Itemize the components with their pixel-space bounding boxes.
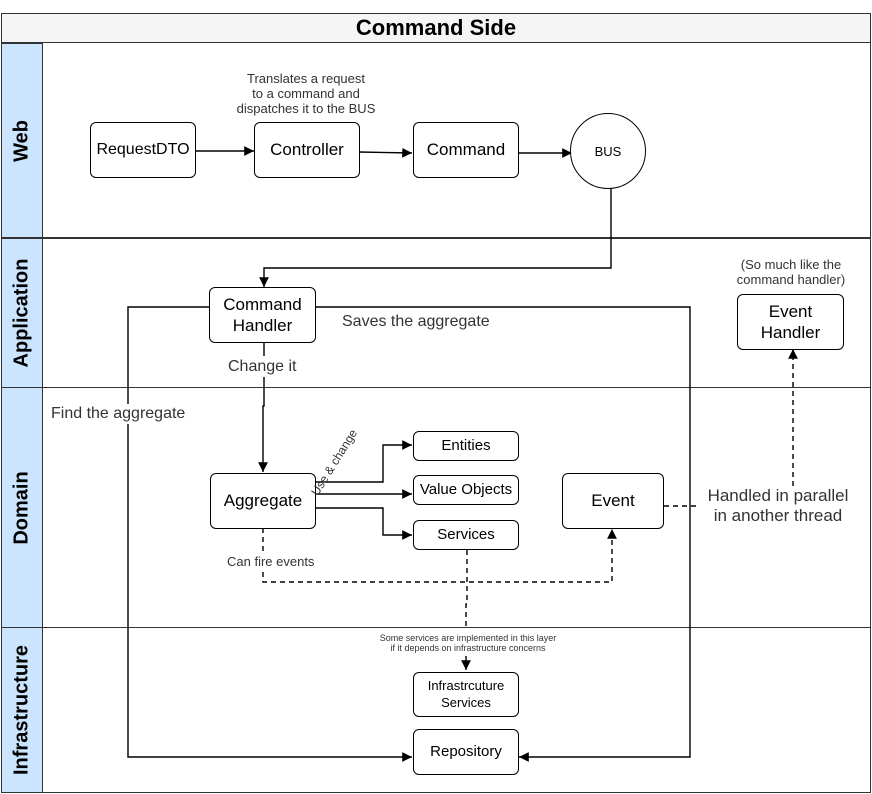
- arrow-commandhandler-aggregate: [263, 342, 264, 472]
- arrow-save-aggregate: [316, 306, 691, 762]
- command-handler-node[interactable]: Command Handler: [209, 287, 316, 343]
- handled-parallel-line2: in another thread: [713, 505, 843, 525]
- command-handler-line2: Handler: [232, 316, 293, 335]
- controller-note-line1: Translates a request: [246, 71, 366, 86]
- diagram-title: Command Side: [1, 13, 871, 43]
- arrow-services-infraservices: [466, 550, 467, 670]
- infra-services-line2: Services: [441, 694, 491, 710]
- request-dto-node[interactable]: RequestDTO: [90, 122, 196, 178]
- saves-aggregate-note: Saves the aggregate: [342, 313, 490, 330]
- lane-label-domain: Domain: [1, 387, 43, 628]
- infra-services-line1: Infrastrcuture: [427, 678, 505, 694]
- lane-label-application: Application: [1, 238, 43, 388]
- handled-parallel-note: Handled in parallel in another thread: [700, 486, 856, 526]
- controller-note: Translates a request to a command and di…: [228, 71, 384, 117]
- services-node[interactable]: Services: [413, 520, 519, 550]
- value-objects-node[interactable]: Value Objects: [413, 475, 519, 505]
- arrow-aggregate-entities: [316, 440, 412, 483]
- lane-label-infrastructure: Infrastructure: [1, 627, 43, 793]
- aggregate-node[interactable]: Aggregate: [210, 473, 316, 529]
- command-label: Command: [426, 140, 506, 160]
- arrow-aggregate-services: [316, 507, 412, 540]
- event-handler-line2: Handler: [760, 323, 821, 342]
- repository-node[interactable]: Repository: [413, 729, 519, 775]
- bus-node[interactable]: BUS: [570, 113, 646, 189]
- event-node[interactable]: Event: [562, 473, 664, 529]
- aggregate-label: Aggregate: [223, 491, 303, 511]
- controller-note-line3: dispatches it to the BUS: [236, 100, 376, 116]
- arrow-bus-commandhandler: [259, 188, 612, 287]
- find-aggregate-note: Find the aggregate: [51, 405, 186, 422]
- bus-label: BUS: [594, 143, 622, 159]
- entities-node[interactable]: Entities: [413, 431, 519, 461]
- infra-services-note: Some services are implemented in this la…: [376, 633, 560, 654]
- handled-parallel-line1: Handled in parallel: [707, 486, 849, 505]
- controller-label: Controller: [270, 140, 344, 160]
- change-it-note: Change it: [228, 358, 297, 375]
- event-handler-line1: Event: [768, 301, 813, 321]
- infrastructure-services-node[interactable]: Infrastrcuture Services: [413, 672, 519, 717]
- arrow-find-aggregate: [127, 306, 412, 757]
- event-handler-note-line1: (So much like the: [740, 257, 842, 272]
- lane-label-web: Web: [1, 43, 43, 238]
- value-objects-label: Value Objects: [419, 480, 513, 498]
- infra-note-line1: Some services are implemented in this la…: [379, 633, 557, 643]
- event-handler-node[interactable]: Event Handler: [737, 294, 844, 350]
- command-handler-line1: Command: [223, 294, 302, 314]
- controller-node[interactable]: Controller: [254, 122, 360, 178]
- infra-note-line2: if it depends on infrastructure concerns: [390, 643, 546, 654]
- event-handler-note-line2: command handler): [736, 271, 846, 287]
- arrow-controller-command: [358, 147, 413, 158]
- can-fire-events-note: Can fire events: [227, 554, 315, 569]
- entities-label: Entities: [441, 436, 491, 454]
- services-label: Services: [437, 525, 495, 543]
- event-label: Event: [591, 491, 635, 511]
- arrow-aggregate-event: [262, 528, 612, 583]
- arrow-event-eventhandler: [664, 349, 793, 507]
- request-dto-label: RequestDTO: [96, 141, 190, 158]
- repository-label: Repository: [430, 742, 502, 760]
- command-node[interactable]: Command: [413, 122, 519, 178]
- controller-note-line2: to a command and: [252, 85, 360, 101]
- event-handler-note: (So much like the command handler): [728, 257, 854, 288]
